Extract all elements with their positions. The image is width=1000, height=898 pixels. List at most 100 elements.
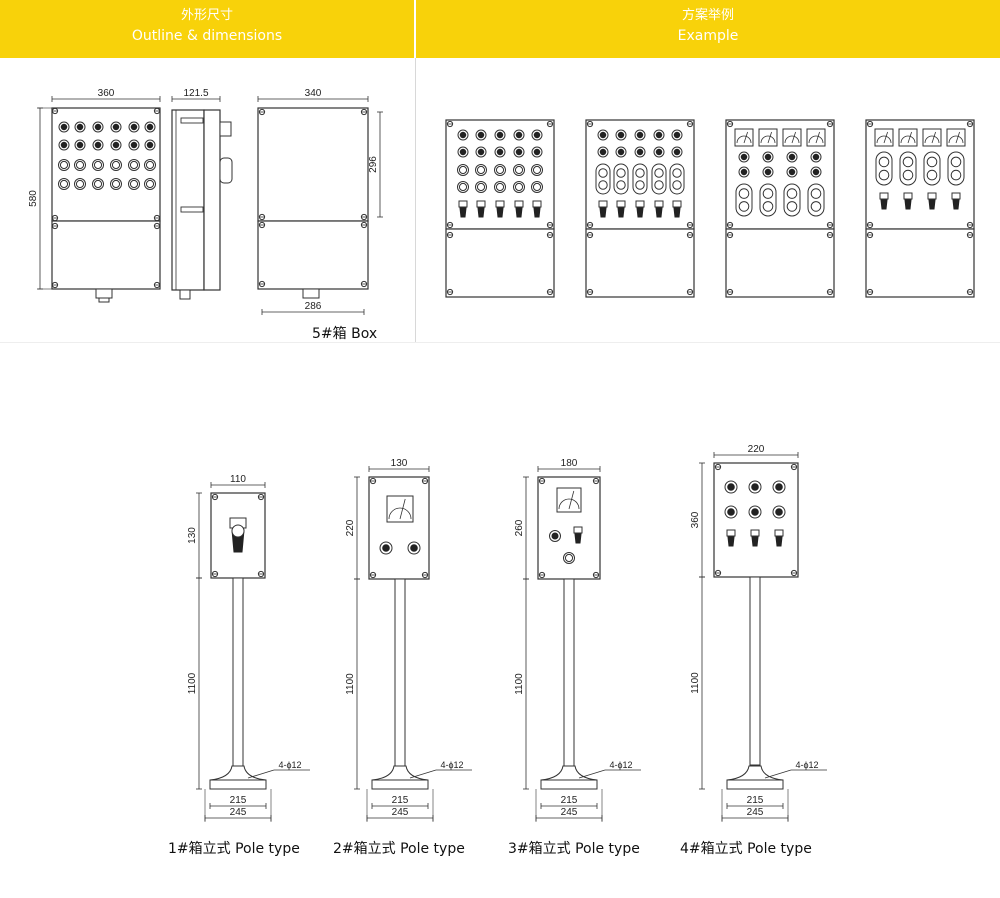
- dim-pole-length: 1100: [514, 578, 529, 790]
- meter-needle: [931, 131, 936, 144]
- switch-plate: [458, 200, 468, 208]
- dim-base-inner: 215: [726, 795, 784, 809]
- dim-mounting-holes-label: 4-ϕ12: [795, 760, 818, 770]
- indicator-lamp-icon: [475, 164, 487, 176]
- switch-plate: [654, 200, 664, 208]
- button-cap: [459, 131, 467, 139]
- switch-plate: [476, 200, 486, 208]
- double-button-icon: [875, 151, 893, 186]
- rotary-switch-icon: [635, 200, 645, 218]
- button-cap: [617, 148, 625, 156]
- button-cap: [130, 123, 138, 131]
- button-cap: [459, 148, 467, 156]
- cable-gland: [95, 288, 113, 299]
- push-button-icon: [513, 146, 525, 158]
- lamp-lens: [145, 160, 155, 170]
- button-cap: [112, 123, 120, 131]
- capsule-upper-button: [738, 188, 750, 199]
- switch-handle: [636, 207, 644, 218]
- dim-base-outer: 245: [535, 807, 603, 821]
- rotary-switch-icon: [476, 200, 486, 218]
- pole-base-plate: [209, 779, 267, 790]
- dim-hole-spacing-label: 286: [305, 301, 322, 312]
- back-cable-gland: [302, 288, 320, 299]
- button-cap: [655, 148, 663, 156]
- lamp-lens: [532, 165, 542, 175]
- dim-base-inner: 215: [371, 795, 429, 809]
- dim-back-width-label: 340: [305, 88, 322, 99]
- button-cap: [775, 483, 783, 491]
- pole-box: [713, 462, 799, 578]
- switch-handle: [496, 207, 504, 218]
- button-cap: [740, 168, 748, 176]
- side-knob-lower: [219, 157, 233, 184]
- switch-handle: [751, 536, 759, 547]
- back-upper-panel: [257, 107, 369, 222]
- indicator-lamp-icon: [110, 178, 122, 190]
- switch-plate: [879, 192, 889, 200]
- button-cap: [764, 153, 772, 161]
- dim-base-inner-label: 215: [747, 795, 764, 806]
- meter-scale: [900, 135, 916, 144]
- button-cap: [146, 141, 154, 149]
- meter-scale: [948, 135, 964, 144]
- switch-plate: [514, 200, 524, 208]
- header-right-title-en: Example: [677, 28, 739, 44]
- lamp-lens: [75, 179, 85, 189]
- meter-needle: [568, 490, 575, 510]
- meter-scale: [924, 135, 940, 144]
- scheme-lower-enclosure: [865, 228, 975, 298]
- push-button-icon: [738, 151, 750, 163]
- rotary-switch-icon: [598, 200, 608, 218]
- push-button-icon: [738, 166, 750, 178]
- dim-pole-length-label: 1100: [690, 672, 701, 694]
- button-cap: [727, 508, 735, 516]
- capsule-upper-button: [878, 156, 890, 168]
- button-cap: [727, 483, 735, 491]
- dim-pole-length: 1100: [187, 577, 202, 790]
- ammeter-icon: [946, 128, 966, 147]
- side-gland: [179, 289, 191, 300]
- meter-needle: [743, 131, 748, 144]
- dim-back-height-label: 296: [368, 156, 379, 173]
- front-upper-panel: [51, 107, 161, 222]
- button-cap: [636, 148, 644, 156]
- dim-base-inner-label: 215: [561, 795, 578, 806]
- dim-base-inner: 215: [209, 795, 267, 809]
- ammeter-icon: [898, 128, 918, 147]
- indicator-lamp-icon: [144, 159, 156, 171]
- button-cap: [477, 148, 485, 156]
- header-example: 方案举例 Example: [416, 0, 1000, 58]
- capsule-lower-button: [598, 180, 608, 190]
- dim-base-inner-label: 215: [230, 795, 247, 806]
- dim-height-label: 580: [28, 190, 39, 207]
- lamp-lens: [93, 160, 103, 170]
- indicator-lamp-icon: [92, 178, 104, 190]
- meter-needle: [399, 498, 406, 520]
- side-knob-upper: [219, 121, 232, 137]
- meter-frame: [898, 128, 918, 147]
- button-cap: [764, 168, 772, 176]
- switch-handle: [775, 536, 783, 547]
- push-button-icon: [615, 146, 627, 158]
- dim-base-outer-label: 245: [392, 807, 409, 818]
- dim-base-inner: 215: [540, 795, 598, 809]
- button-cap: [60, 141, 68, 149]
- dim-base-outer: 245: [721, 807, 789, 821]
- button-cap: [751, 483, 759, 491]
- side-view-body: [171, 109, 205, 291]
- switch-collar: [231, 524, 245, 538]
- push-button-icon: [92, 139, 104, 151]
- lamp-lens: [93, 179, 103, 189]
- capsule-upper-button: [902, 156, 914, 168]
- push-button-icon: [671, 129, 683, 141]
- capsule-upper-button: [616, 168, 626, 178]
- dim-mounting-holes-label: 4-ϕ12: [609, 760, 632, 770]
- ammeter-icon: [386, 495, 414, 523]
- double-button-icon: [613, 163, 629, 195]
- capsule-upper-button: [598, 168, 608, 178]
- switch-handle: [459, 207, 467, 218]
- pole-box: [368, 476, 430, 580]
- scheme-example-4: [865, 119, 975, 298]
